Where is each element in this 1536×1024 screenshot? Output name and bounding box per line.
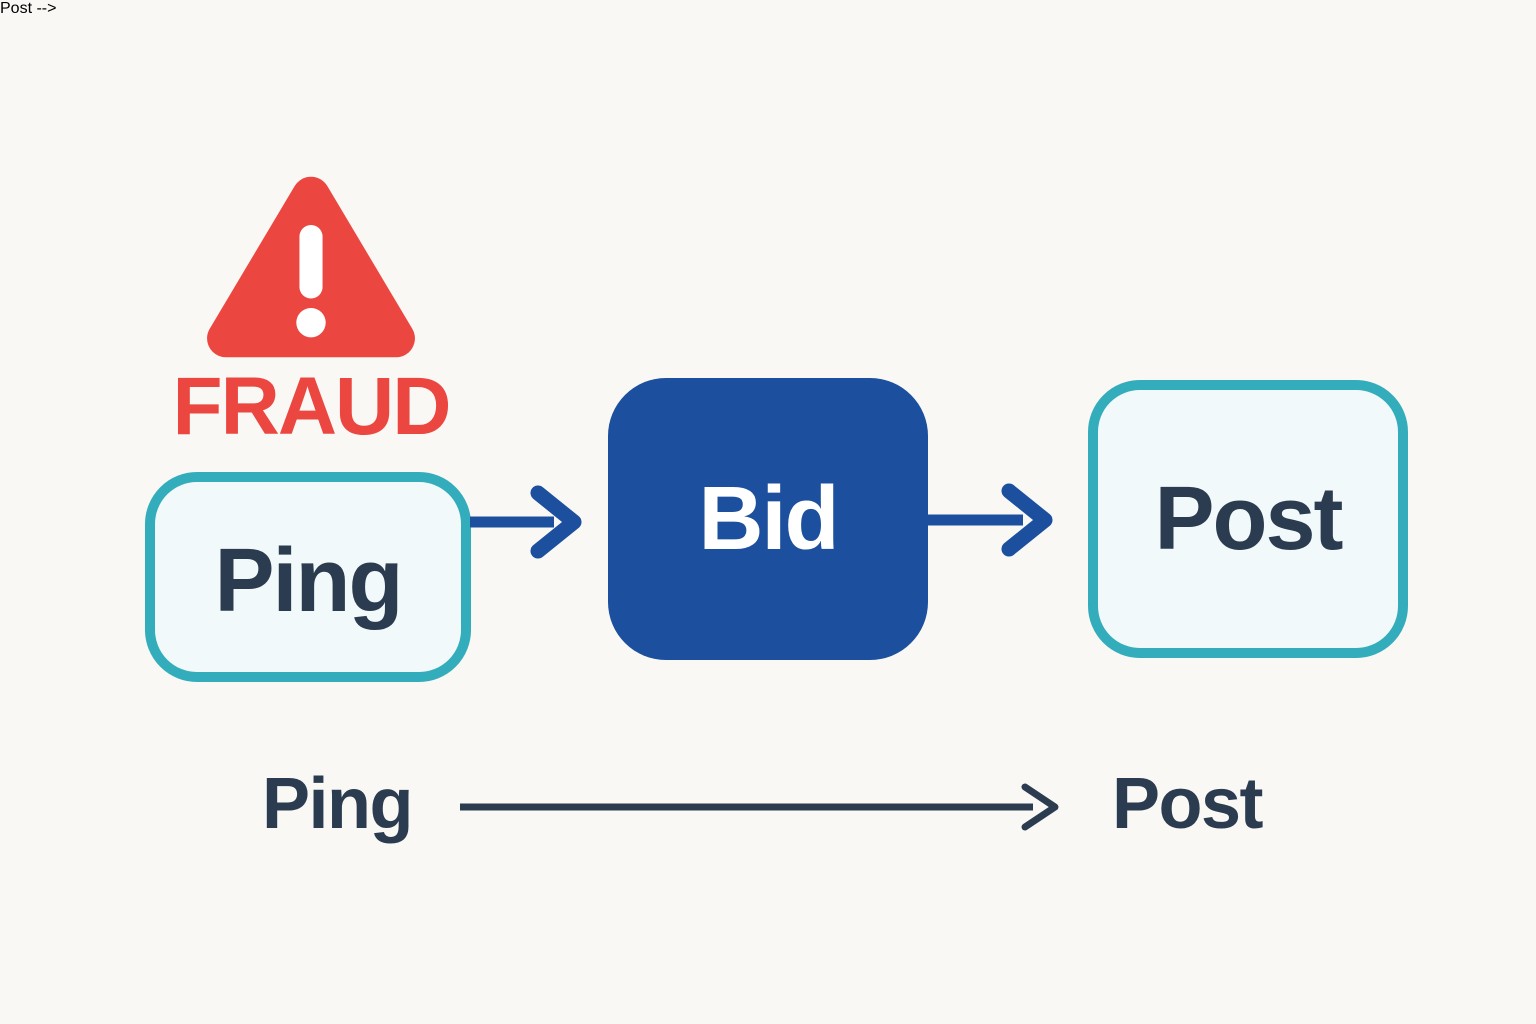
arrow-bid-to-post-icon (927, 483, 1053, 557)
fraud-warning: FRAUD (170, 172, 452, 448)
node-post: Post (1088, 380, 1408, 658)
fraud-label: FRAUD (172, 361, 452, 452)
node-bid-label: Bid (698, 468, 840, 569)
summary-arrow-icon (460, 783, 1059, 831)
node-ping-label: Ping (214, 530, 404, 631)
node-ping: Ping (145, 472, 471, 682)
warning-triangle-icon (207, 176, 415, 358)
arrow-ping-to-bid-icon (470, 485, 582, 559)
node-bid: Bid (608, 378, 928, 660)
summary-from-label: Ping (262, 764, 414, 844)
summary-to-label: Post (1112, 764, 1264, 844)
node-post-label: Post (1154, 468, 1343, 569)
